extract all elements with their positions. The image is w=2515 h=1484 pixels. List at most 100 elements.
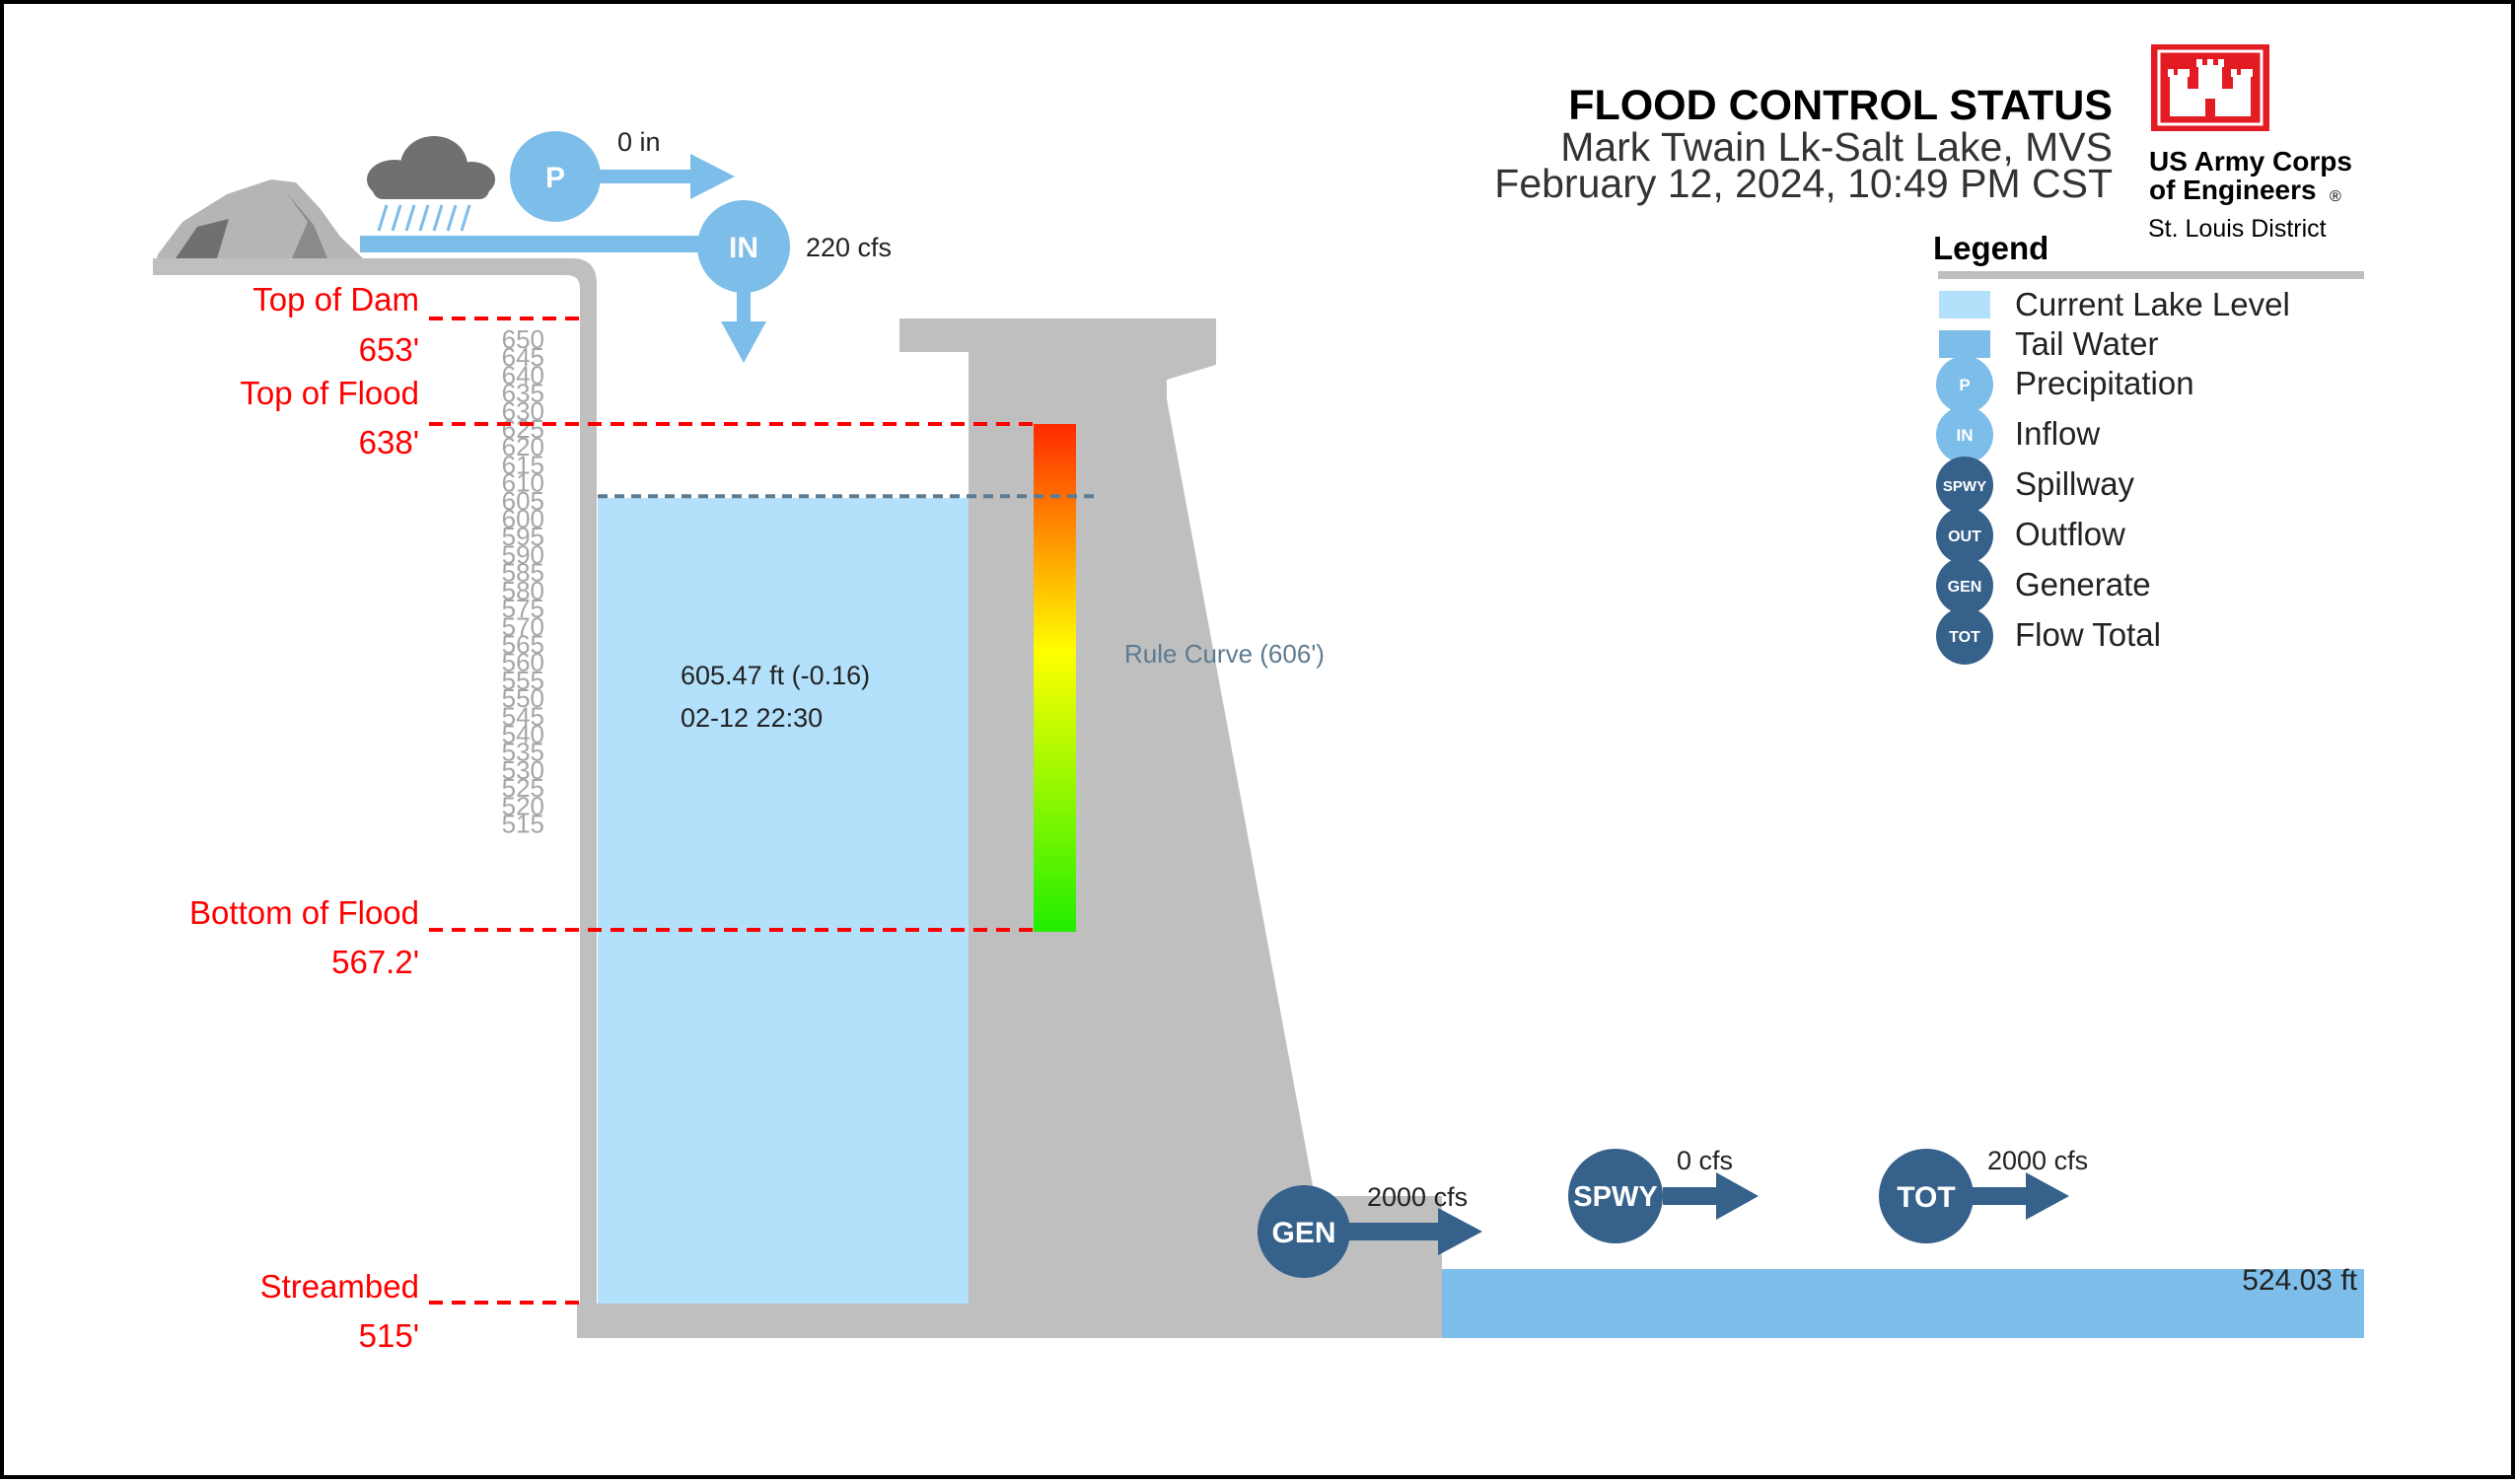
page-title: FLOOD CONTROL STATUS bbox=[1568, 82, 2113, 129]
legend-title: Legend bbox=[1933, 230, 2048, 266]
scale-tick-545: 545 bbox=[502, 701, 544, 731]
scale-tick-515: 515 bbox=[502, 810, 544, 839]
precipitation-icon bbox=[1936, 356, 1993, 413]
lake-elevation-reading: 605.47 ft (-0.16) bbox=[681, 661, 870, 690]
logo-line-1: US Army Corps bbox=[2149, 146, 2352, 177]
logo-district: St. Louis District bbox=[2148, 215, 2327, 243]
spillway-indicator: SPWY 0 cfs bbox=[1568, 1146, 1759, 1243]
scale-tick-625: 625 bbox=[502, 414, 544, 444]
legend-item: P Precipitation bbox=[1936, 356, 2194, 413]
inflow-indicator: IN 220 cfs bbox=[697, 200, 892, 363]
svg-text:TOT: TOT bbox=[1897, 1181, 1955, 1214]
rock-icon bbox=[153, 179, 363, 274]
rule-curve-label: Rule Curve (606') bbox=[1124, 639, 1325, 669]
svg-text:SPWY: SPWY bbox=[1573, 1181, 1657, 1213]
scale-tick-645: 645 bbox=[502, 342, 544, 372]
legend-icon-code: IN bbox=[1957, 426, 1974, 445]
top-of-dam-label: Top of Dam bbox=[252, 281, 419, 318]
header: FLOOD CONTROL STATUS Mark Twain Lk-Salt … bbox=[1494, 82, 2113, 206]
bottom-of-flood-value: 567.2' bbox=[331, 944, 419, 980]
legend-label: Outflow bbox=[2015, 516, 2125, 552]
scale-tick-600: 600 bbox=[502, 504, 544, 533]
flood-pool-gradient bbox=[1034, 424, 1076, 932]
lake-reading-time: 02-12 22:30 bbox=[681, 703, 823, 733]
level-top-of-dam: Top of Dam 653' bbox=[252, 281, 580, 368]
report-datetime: February 12, 2024, 10:49 PM CST bbox=[1494, 161, 2113, 206]
legend-icon-code: GEN bbox=[1948, 579, 1982, 596]
level-streambed: Streambed 515' bbox=[260, 1268, 580, 1354]
current-lake-level bbox=[598, 498, 969, 1305]
legend-swatch bbox=[1939, 330, 1990, 358]
inflow-value: 220 cfs bbox=[806, 233, 892, 262]
scale-tick-630: 630 bbox=[502, 396, 544, 426]
scale-tick-550: 550 bbox=[502, 683, 544, 713]
legend-label: Flow Total bbox=[2015, 616, 2161, 653]
streambed-label: Streambed bbox=[260, 1268, 419, 1305]
scale-tick-620: 620 bbox=[502, 432, 544, 461]
legend-label: Current Lake Level bbox=[2015, 286, 2290, 322]
inflow-icon bbox=[697, 200, 790, 293]
river-channel bbox=[360, 236, 715, 252]
svg-text:GEN: GEN bbox=[1271, 1217, 1335, 1249]
spillway-icon bbox=[1936, 457, 1993, 514]
legend-label: Spillway bbox=[2015, 465, 2135, 502]
scale-tick-540: 540 bbox=[502, 720, 544, 749]
rain-cloud-icon bbox=[367, 136, 495, 232]
streambed-value: 515' bbox=[359, 1317, 419, 1354]
legend-label: Precipitation bbox=[2015, 365, 2194, 401]
bottom-of-flood-label: Bottom of Flood bbox=[189, 894, 419, 931]
legend-icon-code: P bbox=[1959, 376, 1970, 394]
scale-tick-520: 520 bbox=[502, 791, 544, 820]
scale-tick-640: 640 bbox=[502, 360, 544, 389]
inflow-icon bbox=[1936, 406, 1993, 463]
spillway-icon bbox=[1568, 1149, 1663, 1243]
scale-tick-615: 615 bbox=[502, 450, 544, 479]
generate-indicator: GEN 2000 cfs bbox=[1258, 1182, 1482, 1278]
generate-icon bbox=[1258, 1185, 1350, 1278]
project-name: Mark Twain Lk-Salt Lake, MVS bbox=[1560, 124, 2113, 170]
logo-registered-mark: ® bbox=[2330, 188, 2341, 205]
level-bottom-of-flood: Bottom of Flood 567.2' bbox=[189, 894, 1034, 980]
scale-tick-595: 595 bbox=[502, 522, 544, 551]
scale-tick-555: 555 bbox=[502, 666, 544, 695]
flow-total-value: 2000 cfs bbox=[1987, 1146, 2088, 1175]
legend-icon-code: OUT bbox=[1948, 529, 1981, 545]
top-of-dam-value: 653' bbox=[359, 331, 419, 368]
scale-tick-570: 570 bbox=[502, 611, 544, 641]
scale-tick-535: 535 bbox=[502, 738, 544, 767]
generate-icon bbox=[1936, 557, 1993, 614]
tail-water bbox=[1442, 1269, 2364, 1338]
legend-label: Tail Water bbox=[2015, 325, 2158, 362]
scale-tick-525: 525 bbox=[502, 773, 544, 803]
scale-tick-610: 610 bbox=[502, 468, 544, 498]
legend-item: GEN Generate bbox=[1936, 557, 2151, 614]
scale-tick-530: 530 bbox=[502, 755, 544, 785]
top-of-flood-label: Top of Flood bbox=[240, 375, 419, 411]
spillway-value: 0 cfs bbox=[1677, 1146, 1733, 1175]
level-top-of-flood: Top of Flood 638' bbox=[240, 375, 1034, 460]
legend-swatch bbox=[1939, 291, 1990, 318]
legend-item: Current Lake Level bbox=[1939, 286, 2290, 322]
legend-label: Generate bbox=[2015, 566, 2151, 602]
scale-tick-650: 650 bbox=[502, 324, 544, 354]
precipitation-icon bbox=[510, 131, 601, 222]
flow-total-icon bbox=[1879, 1149, 1974, 1243]
tailwater-reading: 524.03 ft bbox=[2242, 1264, 2357, 1297]
svg-text:P: P bbox=[545, 162, 565, 194]
scale-tick-605: 605 bbox=[502, 486, 544, 516]
scale-tick-590: 590 bbox=[502, 539, 544, 569]
logo-line-2: of Engineers bbox=[2149, 175, 2317, 205]
usace-logo: US Army Corps of Engineers ® St. Louis D… bbox=[2148, 44, 2352, 243]
flow-total-indicator: TOT 2000 cfs bbox=[1879, 1146, 2088, 1243]
scale-tick-635: 635 bbox=[502, 379, 544, 408]
generate-value: 2000 cfs bbox=[1367, 1182, 1468, 1212]
precipitation-value: 0 in bbox=[617, 127, 661, 157]
scale-tick-580: 580 bbox=[502, 576, 544, 605]
legend-icon-code: SPWY bbox=[1943, 478, 1986, 495]
